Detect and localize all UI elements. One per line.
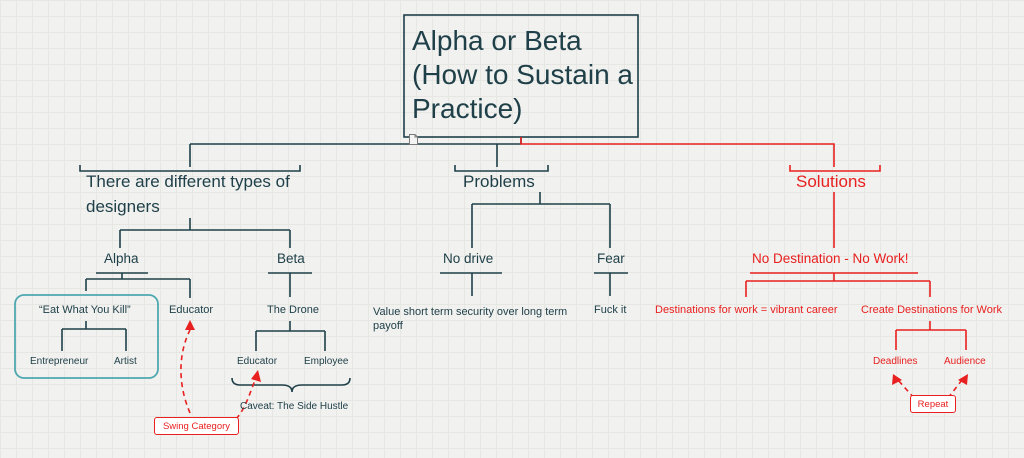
connector-alpha	[85, 273, 191, 298]
arrowhead-alpha-educator	[185, 320, 195, 330]
topic-beta[interactable]: Beta	[277, 251, 305, 266]
note-icon[interactable]	[409, 134, 418, 145]
arrowhead-audience	[958, 374, 968, 385]
topic-the-drone[interactable]: The Drone	[267, 304, 319, 316]
connector-eat	[61, 321, 127, 351]
topic-problems[interactable]: Problems	[463, 172, 535, 191]
alpha-highlight-boundary	[14, 294, 159, 379]
connector-create	[895, 321, 967, 350]
caveat-brace	[231, 377, 351, 393]
connector-beta	[255, 273, 326, 351]
connector-no-destination	[745, 273, 931, 297]
connector-types	[119, 218, 291, 248]
topic-no-drive[interactable]: No drive	[443, 251, 494, 266]
root-topic-title[interactable]: Alpha or Beta (How to Sustain a Practice…	[412, 25, 633, 124]
topic-destinations-for-work[interactable]: Destinations for work = vibrant career	[655, 304, 838, 316]
swing-category-label[interactable]: Swing Category	[154, 417, 239, 435]
topic-no-destination[interactable]: No Destination - No Work!	[752, 251, 909, 266]
topic-fear-detail[interactable]: Fuck it	[594, 304, 627, 316]
topic-alpha[interactable]: Alpha	[104, 251, 139, 266]
arrowhead-beta-educator	[251, 370, 261, 382]
topic-create-destinations[interactable]: Create Destinations for Work	[861, 304, 1003, 316]
connector-problems	[471, 192, 611, 248]
topic-solutions[interactable]: Solutions	[796, 172, 866, 191]
topic-types-of-designers[interactable]: There are different types of designers	[86, 172, 290, 216]
topic-no-drive-detail[interactable]: Value short term security over long term…	[373, 306, 568, 332]
connector-root-solutions	[520, 137, 881, 172]
connector-root-branches	[79, 137, 549, 172]
topic-entrepreneur[interactable]: Entrepreneur	[30, 356, 89, 367]
swing-to-beta-educator-arrow	[235, 377, 257, 420]
topic-fear[interactable]: Fear	[597, 251, 625, 266]
repeat-label[interactable]: Repeat	[910, 395, 956, 413]
arrowhead-deadlines	[892, 374, 902, 385]
swing-to-alpha-educator-arrow	[180, 329, 191, 414]
topic-artist[interactable]: Artist	[114, 356, 137, 367]
topic-beta-educator[interactable]: Educator	[237, 356, 278, 367]
topic-employee[interactable]: Employee	[304, 356, 349, 367]
caveat-side-hustle[interactable]: Caveat: The Side Hustle	[240, 401, 349, 412]
topic-eat-what-you-kill[interactable]: “Eat What You Kill”	[39, 304, 131, 316]
topic-alpha-educator[interactable]: Educator	[169, 304, 214, 316]
topic-audience[interactable]: Audience	[944, 356, 986, 367]
topic-deadlines[interactable]: Deadlines	[873, 356, 918, 367]
